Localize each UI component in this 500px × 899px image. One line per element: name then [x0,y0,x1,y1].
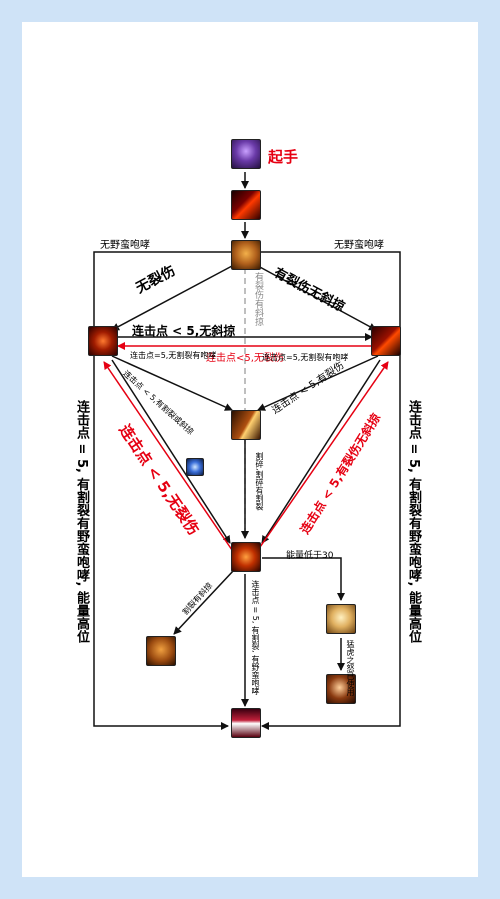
arrow-roar-to-rake [111,265,233,331]
druid-cat-portrait-icon [231,139,261,169]
arrow-bite-to-tiger [262,557,345,601]
arrow-roar-to-rip [257,265,377,331]
arrow-bite-to-roar-lower [173,569,235,635]
shred-claw-icon [231,410,261,440]
combo5-right-label: 连击点=5,无割裂有咆哮 [262,353,349,362]
gray-vertical-label: 有裂伤有斜掠 [253,272,263,326]
berserk-icon [326,674,356,704]
outer-right-loop [258,251,401,730]
arrow-rip-to-bite [261,359,381,544]
faerie-fire-icon [186,458,204,476]
combo-lt5-no-rake-label: 连击点 < 5,无斜掠 [132,324,236,338]
energy-low-label: 能量低于30 [286,551,334,561]
ferocious-bite-maw-icon [231,708,261,738]
arrow-rake-to-bite [111,359,231,544]
right-vertical-label: 连击点 = 5, 有割裂有野蛮咆哮, 能量高位 [406,400,421,643]
arrow-bite-to-rip-red [257,361,389,551]
savage-roar-lion-icon [146,636,176,666]
roar-left-label: 无野蛮咆哮 [100,240,150,251]
rake-icon [88,326,118,356]
start-label: 起手 [268,148,299,166]
tiger-note-label: 猛虎之怒已使用 [346,640,355,696]
center-shred-note-label: 割碎,割碎有割裂 [255,452,264,511]
arrow-rip-to-shred [257,355,379,411]
rip-icon [371,326,401,356]
bottom-center-note-label: 连击点 = 5, 有割裂, 有野蛮咆哮 [251,580,260,696]
tigers-fury-icon [326,604,356,634]
combo-lt5-no-rip-red-label: 连击点<5,无裂伤 [206,353,284,364]
savage-roar-icon [231,240,261,270]
arrow-bite-to-rake-red [103,361,233,551]
roar-right-label: 无野蛮咆哮 [334,240,384,251]
outer-left-loop [93,251,232,730]
left-vertical-label: 连击点 = 5, 有割裂有野蛮咆哮, 能量高位 [74,400,89,643]
mangle-claw-icon [231,190,261,220]
combo5-left-label: 连击点=5,无割裂有咆哮 [130,351,217,360]
ferocious-bite-icon [231,542,261,572]
arrow-rake-to-shred [111,355,233,411]
